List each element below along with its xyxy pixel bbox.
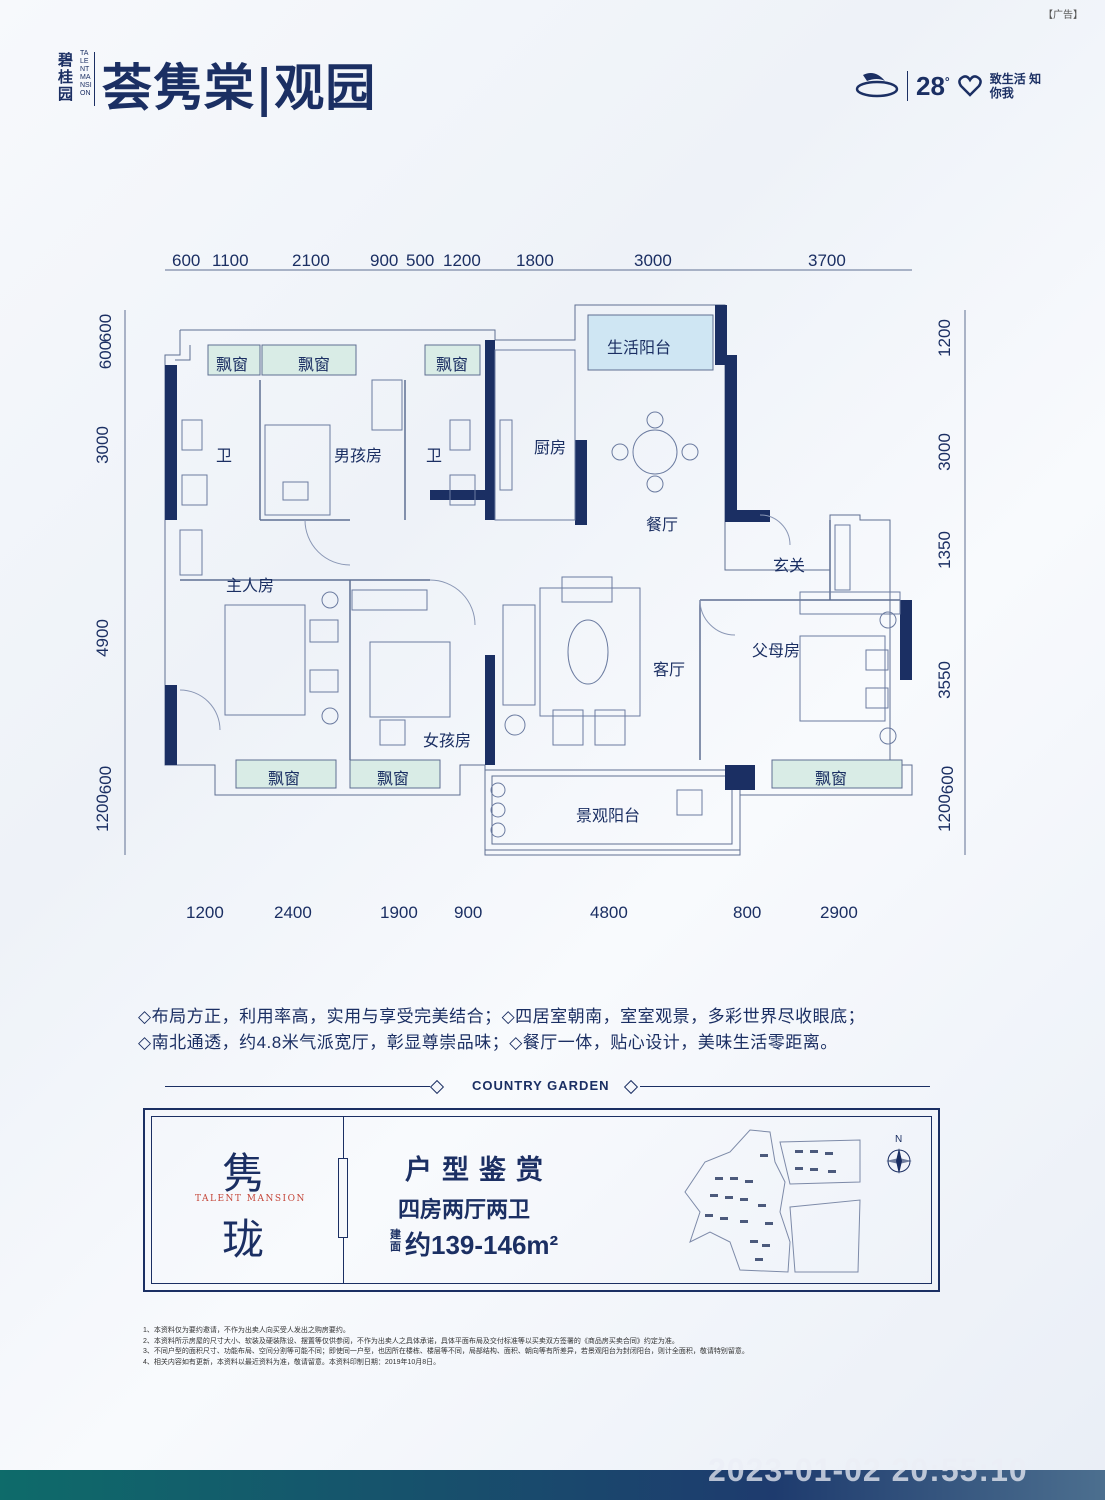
dim-top-4: 900 (370, 251, 399, 270)
diamond-left-icon (429, 1079, 445, 1095)
north-label: N (895, 1134, 903, 1145)
disclaimer-notes: 1、本资料仅为要约邀请，不作为出卖人向买受人发出之购房要约。 2、本资料所示房屋… (143, 1326, 963, 1368)
footer-bar (0, 1470, 1105, 1500)
area-value: 约139-146m² (405, 1230, 559, 1260)
info-card-inner (151, 1116, 932, 1284)
dim-top-5: 500 (406, 251, 435, 270)
dim-bottom-1: 1200 (186, 903, 224, 922)
type-title: 户型鉴赏 (405, 1155, 553, 1185)
dim-top-1: 600 (172, 251, 201, 270)
note-1: 1、本资料仅为要约邀请，不作为出卖人向买受人发出之购房要约。 (143, 1327, 350, 1334)
room-bathroom-2: 卫 (426, 448, 443, 465)
dim-bottom-5: 4800 (590, 903, 628, 922)
room-master: 主人房 (226, 578, 275, 595)
life-balcony-fill (587, 314, 714, 371)
series-char-1: 隽 (222, 1149, 265, 1198)
info-card (143, 1108, 940, 1292)
note-2: 2、本资料所示房屋的尺寸大小、软装及硬装陈设、摆置等仅供参阅，不作为出卖人之具体… (143, 1337, 679, 1345)
dim-top-3: 2100 (292, 251, 330, 270)
divider-right (640, 1086, 930, 1087)
timestamp-watermark: 2023-01-02 20:55:10 (708, 1452, 1028, 1488)
dim-top-8: 3000 (634, 251, 672, 270)
country-garden-logo-icon (855, 73, 899, 98)
diamond-right-icon (623, 1079, 639, 1095)
bay-windows (207, 344, 903, 789)
dim-top-9: 3700 (808, 251, 846, 270)
room-life-balcony: 生活阳台 (607, 340, 672, 357)
dim-bottom-6: 800 (733, 903, 762, 922)
room-parents: 父母房 (752, 643, 801, 660)
brand-name-cn: 碧桂园 (58, 51, 74, 103)
ad-tag: 【广告】 (1043, 10, 1083, 21)
floor-plan (124, 269, 966, 856)
dim-top-7: 1800 (516, 251, 554, 270)
room-bay-window-1: 飘窗 (216, 357, 249, 374)
room-bay-window-6: 飘窗 (815, 771, 848, 788)
area-prefix: 建面 (390, 1229, 401, 1253)
project-title: 荟隽棠|观园 (102, 59, 377, 117)
room-entry: 玄关 (773, 558, 806, 575)
note-4: 4、相关内容如有更新，本资料以最近资料为准，敬请留意。本资料印制日期：2019年… (143, 1358, 441, 1366)
anniversary-number: 28 (916, 70, 945, 101)
country-garden-label: COUNTRY GARDEN (472, 1078, 610, 1093)
slogan: 致生活 知你我 (989, 72, 1042, 100)
room-bay-window-5: 飘窗 (377, 771, 410, 788)
room-living: 客厅 (653, 662, 686, 679)
room-kitchen: 厨房 (534, 440, 567, 457)
dim-bottom-7: 2900 (820, 903, 858, 922)
series-en: TALENT MANSION (195, 1194, 306, 1204)
dim-top-2: 1100 (212, 251, 249, 270)
brand-divider (94, 52, 95, 106)
room-girl: 女孩房 (423, 733, 472, 750)
heart-logo-icon (957, 75, 982, 97)
room-view-balcony: 景观阳台 (576, 808, 641, 825)
room-boy: 男孩房 (334, 448, 383, 465)
anniversary-logo: 28° (916, 71, 950, 102)
site-map (684, 1129, 861, 1273)
divider-left (165, 1086, 430, 1087)
compass-icon (886, 1148, 912, 1174)
room-bay-window-3: 飘窗 (436, 357, 469, 374)
dim-bottom-3: 1900 (380, 903, 418, 922)
logo-divider (907, 71, 908, 101)
dim-bottom-4: 900 (454, 903, 483, 922)
dim-bottom-2: 2400 (274, 903, 312, 922)
type-subtitle: 四房两厅两卫 (398, 1197, 531, 1222)
feature-line-1: ◇布局方正，利用率高，实用与享受完美结合；◇四居室朝南，室室观景，多彩世界尽收眼… (138, 1007, 866, 1026)
furniture (179, 349, 901, 838)
room-bay-window-4: 飘窗 (268, 771, 301, 788)
structural-walls (165, 305, 912, 790)
room-bathroom-1: 卫 (216, 448, 233, 465)
note-3: 3、不同户型的面积尺寸、功能布局、空间分割等可能不同；即使同一户型，也因所在楼栋… (143, 1348, 749, 1355)
divider-ornament (338, 1158, 348, 1238)
feature-line-2: ◇南北通透，约4.8米气派宽厅，彰显尊崇品味；◇餐厅一体，贴心设计，美味生活零距… (138, 1033, 838, 1052)
room-dining: 餐厅 (646, 517, 679, 534)
room-bay-window-2: 飘窗 (298, 357, 331, 374)
sponsor-logos: 28° 致生活 知你我 (855, 66, 1042, 106)
series-char-2: 珑 (222, 1215, 265, 1264)
dim-top-6: 1200 (443, 251, 481, 270)
anniversary-degree: ° (944, 73, 950, 88)
brand-name-en: TALENT MANSION (80, 50, 92, 97)
